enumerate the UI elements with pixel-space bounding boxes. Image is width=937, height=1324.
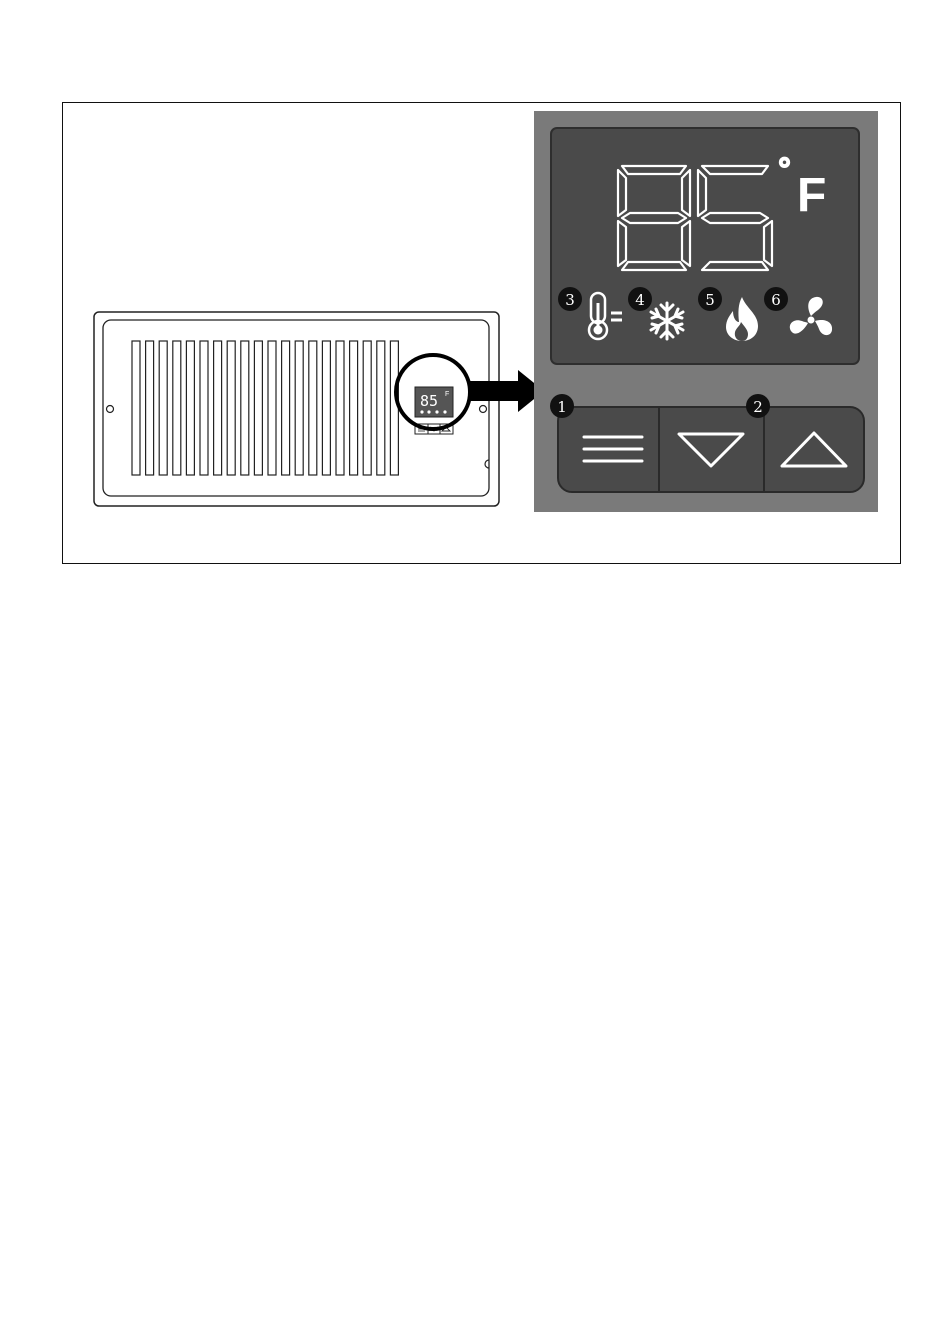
unit-label: F [797, 169, 826, 222]
callout-badge-4: 4 [628, 287, 652, 311]
vent-slat [295, 341, 303, 475]
screw-hole-left [107, 406, 114, 413]
vent-slat [390, 341, 398, 475]
vent-slat [159, 341, 167, 475]
vent-slat [322, 341, 330, 475]
vent-slat [132, 341, 140, 475]
svg-text:1: 1 [557, 398, 567, 416]
vent-slat [377, 341, 385, 475]
svg-text:3: 3 [565, 291, 575, 309]
vent-slat [282, 341, 290, 475]
vent-register: 85 F [94, 312, 499, 506]
svg-text:6: 6 [771, 291, 781, 309]
down-button[interactable] [660, 408, 763, 491]
vent-slat [173, 341, 181, 475]
vent-slat [214, 341, 222, 475]
vent-slat [227, 341, 235, 475]
screw-hole-right [480, 406, 487, 413]
vent-slat [186, 341, 194, 475]
mini-unit: F [445, 391, 449, 398]
vent-slat [350, 341, 358, 475]
vent-slat [363, 341, 371, 475]
svg-text:4: 4 [635, 291, 645, 309]
callout-badge-2: 2 [746, 394, 770, 418]
mini-temperature: 85 [420, 392, 438, 410]
vent-slat [200, 341, 208, 475]
degree-symbol: ° [777, 153, 792, 188]
vent-slat [254, 341, 262, 475]
callout-badge-6: 6 [764, 287, 788, 311]
callout-badge-1: 1 [550, 394, 574, 418]
vent-slat [146, 341, 154, 475]
callout-badge-3: 3 [558, 287, 582, 311]
vent-slat [336, 341, 344, 475]
vent-slat [268, 341, 276, 475]
vent-slat [309, 341, 317, 475]
callout-badge-5: 5 [698, 287, 722, 311]
svg-text:5: 5 [705, 291, 715, 309]
menu-button[interactable] [559, 408, 658, 491]
up-button[interactable] [765, 408, 863, 491]
vent-slat [241, 341, 249, 475]
svg-text:2: 2 [753, 398, 763, 416]
